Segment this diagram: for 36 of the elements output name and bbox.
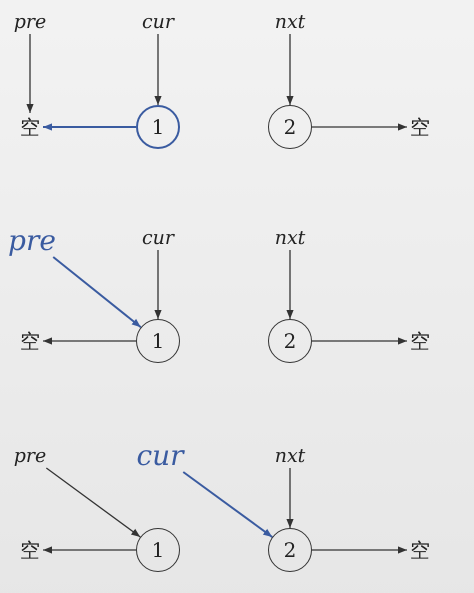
list-node-circle: 1 (136, 105, 180, 149)
list-node-circle: 2 (268, 528, 312, 572)
variable-label: pre (3, 223, 61, 257)
arrow (286, 468, 294, 528)
arrow (312, 546, 407, 554)
null-label: 空 (17, 327, 43, 355)
null-label: 空 (407, 536, 433, 564)
arrow (286, 250, 294, 319)
null-label: 空 (17, 113, 43, 141)
null-label: 空 (17, 536, 43, 564)
null-label: 空 (407, 113, 433, 141)
variable-label: cur (138, 226, 178, 250)
arrow (52, 256, 142, 328)
arrow (154, 250, 162, 319)
arrow (46, 467, 141, 538)
null-label: 空 (407, 327, 433, 355)
variable-label: nxt (270, 10, 310, 34)
variable-label: cur (131, 438, 189, 472)
arrow (26, 34, 34, 113)
arrow (43, 123, 136, 131)
variable-label: nxt (270, 226, 310, 250)
list-node-circle: 2 (268, 319, 312, 363)
list-node-circle: 1 (136, 319, 180, 363)
arrow (312, 123, 407, 131)
list-node-circle: 1 (136, 528, 180, 572)
list-node-circle: 2 (268, 105, 312, 149)
arrow (286, 34, 294, 105)
arrow (154, 34, 162, 105)
arrow (43, 337, 136, 345)
arrow (182, 471, 273, 538)
arrow (312, 337, 407, 345)
variable-label: nxt (270, 444, 310, 468)
arrow (43, 546, 136, 554)
variable-label: pre (10, 444, 50, 468)
variable-label: pre (10, 10, 50, 34)
variable-label: cur (138, 10, 178, 34)
